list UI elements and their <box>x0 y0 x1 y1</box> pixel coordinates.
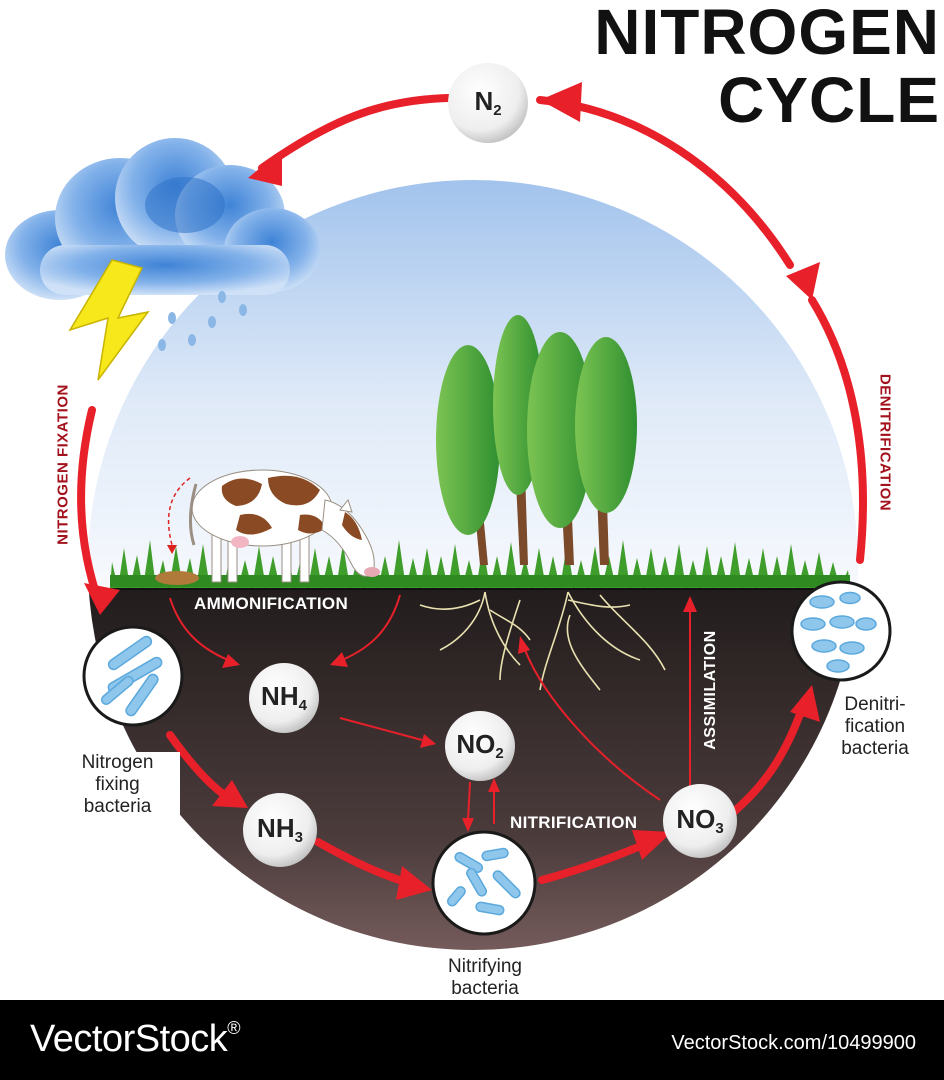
ammonification-label: AMMONIFICATION <box>194 594 349 613</box>
dung-drop-arrowhead <box>167 545 177 554</box>
title-line-1: NITROGEN <box>594 0 940 68</box>
nh3-molecule: NH3 <box>257 813 303 846</box>
n2-molecule: N2 <box>474 86 502 119</box>
trees <box>436 315 637 565</box>
nh4-molecule: NH4 <box>261 681 307 714</box>
dung <box>155 571 199 585</box>
title-line-2: CYCLE <box>718 64 940 136</box>
cow <box>189 469 380 583</box>
molecule-balls <box>243 63 737 867</box>
watermark-registered-mark: ® <box>227 1018 241 1038</box>
watermark-brand-text: VectorStock <box>30 1018 228 1060</box>
bacteria-cells <box>100 591 877 916</box>
watermark-id: VectorStock.com/10499900 <box>671 1032 916 1054</box>
roots <box>419 591 666 691</box>
no3-molecule: NO3 <box>676 804 724 837</box>
watermark-footer: VectorStock® VectorStock.com/10499900 <box>0 1000 944 1080</box>
nitrogen-fixation-label: NITROGEN FIXATION <box>54 384 72 545</box>
no2-molecule: NO2 <box>456 729 504 762</box>
cycle-arrowheads <box>84 82 820 900</box>
nitrification-label: NITRIFICATION <box>510 813 638 832</box>
dung-drop-arrow <box>167 477 191 546</box>
nitrogen-fixing-bacteria-text: Nitrogen fixing bacteria <box>55 752 180 818</box>
denitrification-bacteria-label: Denitri- fication bacteria <box>841 694 909 759</box>
process-arrows <box>169 594 691 824</box>
cloud <box>5 138 320 300</box>
nitrifying-bacteria-label: Nitrifying bacteria <box>448 956 522 999</box>
lightning-bolt-icon <box>68 259 150 381</box>
assimilation-label: ASSIMILATION <box>702 630 719 750</box>
denitrification-label: DENITRIFICATION <box>876 373 894 512</box>
watermark-brand: VectorStock® <box>30 1018 241 1061</box>
process-arrowheads <box>222 596 697 832</box>
rain-drops <box>158 291 247 351</box>
